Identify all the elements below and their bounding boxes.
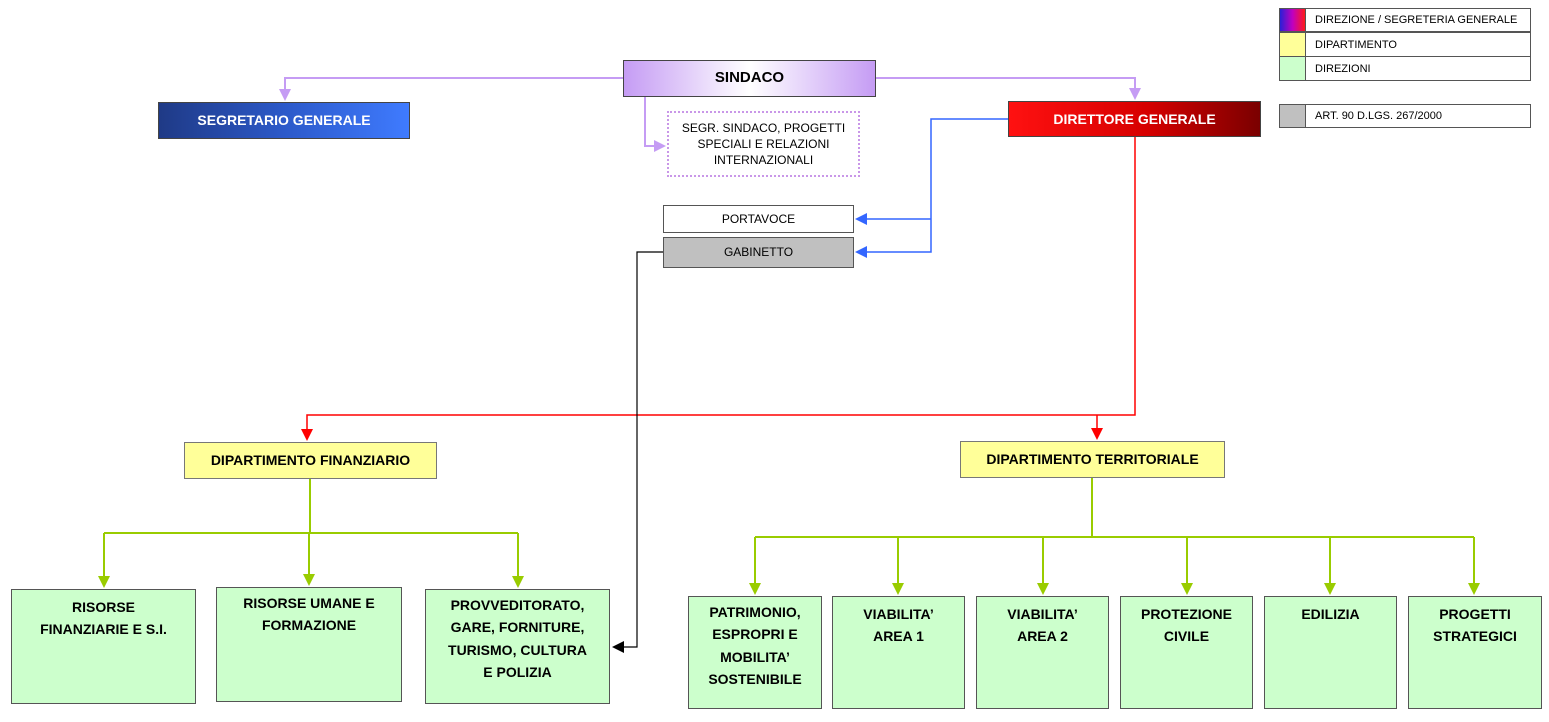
node-direzione-patrimonio: PATRIMONIO, ESPROPRI E MOBILITA’ SOSTENI… xyxy=(688,596,822,709)
node-dipartimento-finanziario: DIPARTIMENTO FINANZIARIO xyxy=(184,442,437,479)
node-segretario-generale: SEGRETARIO GENERALE xyxy=(158,102,410,139)
arrow-head xyxy=(1468,583,1480,595)
arrow-head xyxy=(1324,583,1336,595)
direzione-line: VIABILITA’ xyxy=(1007,606,1078,622)
arrow-head xyxy=(1037,583,1049,595)
legend-item-direzioni: DIREZIONI xyxy=(1279,56,1531,81)
node-direzione-edilizia: EDILIZIA xyxy=(1264,596,1397,709)
legend-swatch xyxy=(1280,57,1306,80)
direzione-line: FORMAZIONE xyxy=(261,617,357,634)
arrow-head xyxy=(1181,583,1193,595)
node-direzione-risorse-finanziarie: RISORSE FINANZIARIE E S.I. xyxy=(11,589,196,704)
arrow-head xyxy=(303,574,315,586)
arrow-head xyxy=(301,429,313,441)
connector-sindaco-segretario xyxy=(284,77,623,90)
node-segreteria-sindaco: SEGR. SINDACO, PROGETTI SPECIALI E RELAZ… xyxy=(667,111,860,177)
direzione-line: AREA 1 xyxy=(873,628,924,645)
node-direzione-progetti-strategici: PROGETTI STRATEGICI xyxy=(1408,596,1542,709)
arrow-head xyxy=(855,213,867,225)
arrow-head xyxy=(1091,428,1103,440)
node-direttore-generale-label: DIRETTORE GENERALE xyxy=(1053,110,1216,127)
node-dipartimento-finanziario-label: DIPARTIMENTO FINANZIARIO xyxy=(210,452,411,469)
legend-label: DIREZIONI xyxy=(1315,62,1371,75)
node-dipartimento-territoriale-label: DIPARTIMENTO TERRITORIALE xyxy=(986,451,1199,468)
direzione-line: FINANZIARIE E S.I. xyxy=(40,621,167,638)
direzione-line: TURISMO, CULTURA xyxy=(448,641,587,658)
direzione-line: E POLIZIA xyxy=(483,664,552,681)
legend-label: DIPARTIMENTO xyxy=(1315,38,1397,51)
direzione-line: PROTEZIONE xyxy=(1140,606,1232,622)
node-direzione-viabilita-area-2: VIABILITA’ AREA 2 xyxy=(976,596,1109,709)
connector-sindaco-segreteria xyxy=(644,97,655,147)
direzione-line: PATRIMONIO, xyxy=(709,604,801,620)
legend-label: DIREZIONE / SEGRETERIA GENERALE xyxy=(1315,14,1518,26)
direzione-line: ESPROPRI E xyxy=(712,626,798,643)
direzione-line: CIVILE xyxy=(1163,628,1210,645)
node-segreteria-sindaco-line: INTERNAZIONALI xyxy=(713,153,814,168)
node-sindaco-label: SINDACO xyxy=(714,69,785,87)
direzione-line: VIABILITA’ xyxy=(863,606,934,622)
direzione-line: GARE, FORNITURE, xyxy=(450,619,585,636)
direzione-line: PROGETTI xyxy=(1439,606,1511,622)
direzione-line: PROVVEDITORATO, xyxy=(450,597,585,613)
direzione-line: STRATEGICI xyxy=(1433,628,1517,645)
node-sindaco: SINDACO xyxy=(623,60,876,97)
direzione-line: RISORSE UMANE E xyxy=(243,595,375,611)
direzione-line: EDILIZIA xyxy=(1301,606,1360,622)
node-segreteria-sindaco-line: SPECIALI E RELAZIONI xyxy=(697,136,830,151)
node-direzione-provveditorato: PROVVEDITORATO, GARE, FORNITURE, TURISMO… xyxy=(425,589,610,704)
node-portavoce-label: PORTAVOCE xyxy=(721,211,796,226)
node-direzione-protezione-civile: PROTEZIONE CIVILE xyxy=(1120,596,1253,709)
connector-direttore-dipartimenti xyxy=(306,137,1136,430)
arrow-head xyxy=(612,641,624,653)
node-direttore-generale: DIRETTORE GENERALE xyxy=(1008,101,1261,137)
legend-swatch xyxy=(1280,105,1306,127)
node-segretario-generale-label: SEGRETARIO GENERALE xyxy=(197,112,371,129)
direzione-line: MOBILITA’ xyxy=(720,648,790,665)
legend-item-direzione: DIREZIONE / SEGRETERIA GENERALE xyxy=(1279,8,1531,32)
direzione-line: SOSTENIBILE xyxy=(708,671,802,688)
node-gabinetto: GABINETTO xyxy=(663,237,854,268)
node-portavoce: PORTAVOCE xyxy=(663,205,854,233)
legend-item-dipartimento: DIPARTIMENTO xyxy=(1279,32,1531,57)
connector-gabinetto-provveditorato xyxy=(623,251,663,648)
legend-swatch xyxy=(1280,33,1306,56)
node-segreteria-sindaco-line: SEGR. SINDACO, PROGETTI xyxy=(681,120,846,135)
legend-swatch xyxy=(1280,9,1306,31)
arrow-head xyxy=(98,576,110,588)
arrow-head xyxy=(654,140,666,152)
arrow-head xyxy=(855,246,867,258)
arrow-head xyxy=(512,576,524,588)
connector-sindaco-direttore xyxy=(876,77,1136,90)
node-gabinetto-label: GABINETTO xyxy=(723,245,794,260)
legend-label: ART. 90 D.LGS. 267/2000 xyxy=(1315,110,1442,122)
arrow-head xyxy=(749,583,761,595)
arrow-head xyxy=(279,89,291,101)
legend-item-art90: ART. 90 D.LGS. 267/2000 xyxy=(1279,104,1531,128)
arrow-head xyxy=(892,583,904,595)
node-dipartimento-territoriale: DIPARTIMENTO TERRITORIALE xyxy=(960,441,1225,478)
arrow-head xyxy=(1129,88,1141,100)
direzione-line: AREA 2 xyxy=(1017,628,1068,645)
connector-direttore-gabinetto xyxy=(866,118,1008,253)
direzione-line: RISORSE xyxy=(71,599,135,615)
node-direzione-risorse-umane: RISORSE UMANE E FORMAZIONE xyxy=(216,587,402,702)
node-direzione-viabilita-area-1: VIABILITA’ AREA 1 xyxy=(832,596,965,709)
